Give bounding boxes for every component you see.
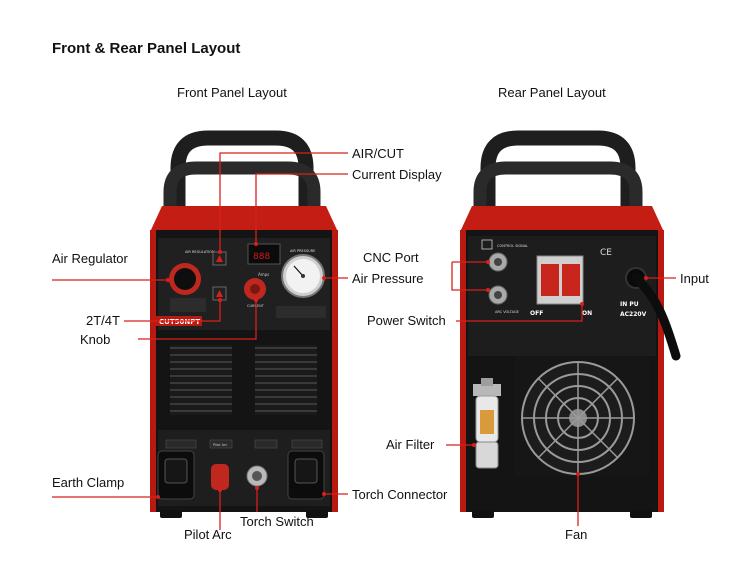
label-pilot-arc: Pilot Arc	[184, 527, 232, 542]
label-input: Input	[680, 271, 709, 286]
label-2t-4t: 2T/4T	[86, 313, 120, 328]
label-air-cut: AIR/CUT	[352, 146, 404, 161]
amps-text: Amps	[258, 272, 269, 277]
brand-text: CUT50NPT	[159, 318, 200, 326]
input-power-text: IN PU	[620, 301, 639, 308]
label-air-filter: Air Filter	[386, 437, 434, 452]
label-torch-connector: Torch Connector	[352, 487, 447, 502]
control-signal-text: CONTROL SIGNAL	[497, 244, 528, 248]
svg-text:888: 888	[253, 252, 270, 262]
off-text: OFF	[530, 310, 543, 317]
label-cnc-port: CNC Port	[363, 250, 419, 265]
label-current-display: Current Display	[352, 167, 442, 182]
ce-mark: CE	[600, 248, 612, 258]
label-knob: Knob	[80, 332, 110, 347]
label-fan: Fan	[565, 527, 587, 542]
arc-voltage-text: ARC VOLTAGE	[495, 310, 519, 314]
on-text: ON	[582, 310, 592, 317]
label-power-switch: Power Switch	[367, 313, 446, 328]
pilot-arc-panel-text: Pilot Arc	[213, 443, 227, 447]
air-regulation-text: AIR REGULATION	[185, 250, 215, 254]
voltage-text: AC220V	[620, 311, 647, 318]
label-earth-clamp: Earth Clamp	[52, 475, 124, 490]
label-air-pressure: Air Pressure	[352, 271, 424, 286]
label-air-regulator: Air Regulator	[52, 251, 128, 266]
rear-machine: CONTROL SIGNAL CE ARC VOLTAGE OFF ON IN …	[460, 138, 676, 518]
air-pressure-text: AIR PRESSURE	[290, 249, 315, 253]
label-torch-switch: Torch Switch	[240, 514, 314, 529]
front-machine: AIR REGULATION AIR PRESSURE 888 Amps CUR…	[150, 138, 338, 518]
